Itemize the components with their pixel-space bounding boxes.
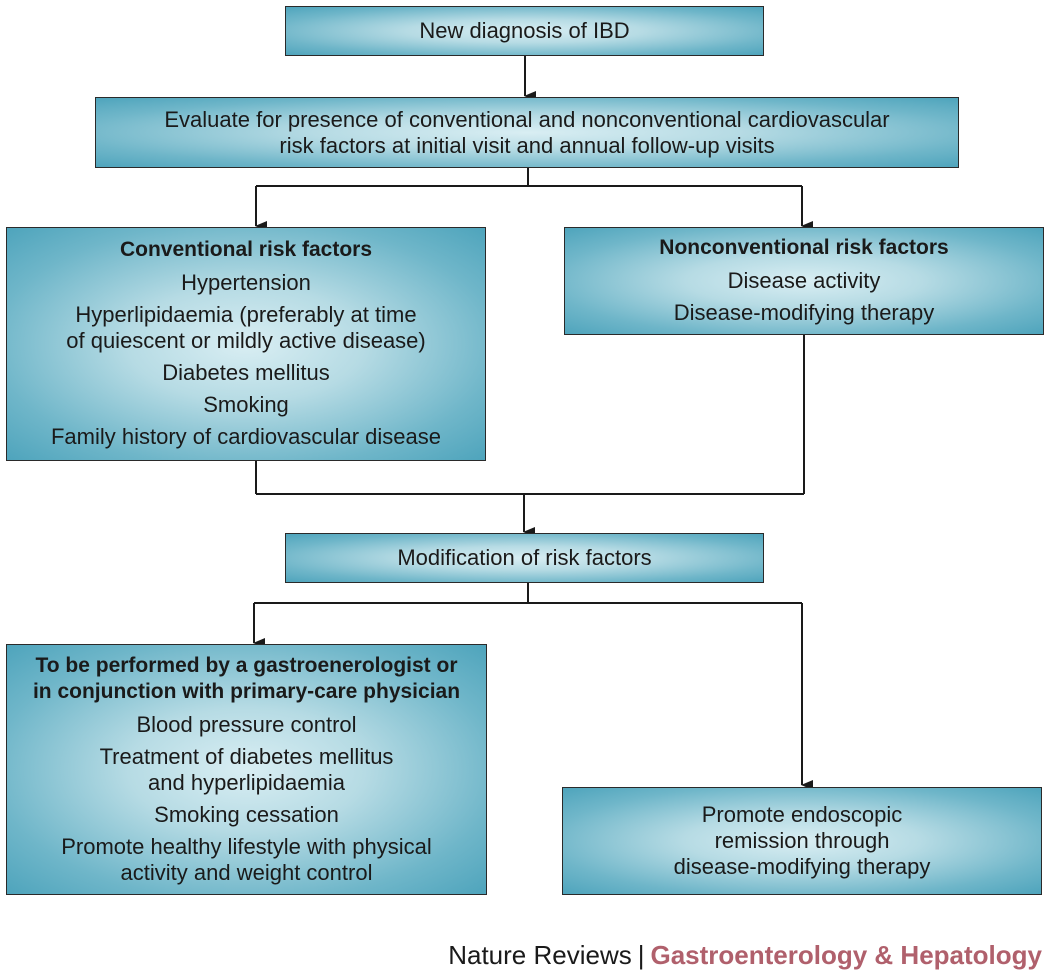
gastro-item-diabetes-treatment: Treatment of diabetes mellitus and hyper… <box>99 743 394 795</box>
journal-credit: Nature Reviews|Gastroenterology & Hepato… <box>448 939 1042 971</box>
gastro-heading: To be performed by a gastroenerologist o… <box>32 653 461 703</box>
conventional-item-diabetes: Diabetes mellitus <box>162 360 330 385</box>
conventional-risk-box: Conventional risk factors Hypertension H… <box>6 227 486 461</box>
diagnosis-text: New diagnosis of IBD <box>419 18 630 43</box>
credit-separator: | <box>637 940 645 970</box>
conventional-item-smoking: Smoking <box>203 392 289 417</box>
nonconventional-heading: Nonconventional risk factors <box>659 236 949 259</box>
evaluate-box: Evaluate for presence of conventional an… <box>95 97 959 168</box>
credit-journal: Gastroenterology & Hepatology <box>650 940 1043 970</box>
gastroenterologist-box: To be performed by a gastroenerologist o… <box>6 644 487 895</box>
gastro-item-healthy-lifestyle: Promote healthy lifestyle with physical … <box>61 833 432 885</box>
conventional-heading: Conventional risk factors <box>119 238 373 261</box>
nonconventional-risk-box: Nonconventional risk factors Disease act… <box>564 227 1044 335</box>
evaluate-text: Evaluate for presence of conventional an… <box>164 106 890 158</box>
modification-text: Modification of risk factors <box>397 545 652 570</box>
modification-box: Modification of risk factors <box>285 533 764 583</box>
gastro-item-blood-pressure: Blood pressure control <box>136 711 357 737</box>
endoscopic-text: Promote endoscopic remission through dis… <box>673 802 931 879</box>
conventional-item-family-history: Family history of cardiovascular disease <box>50 424 442 449</box>
diagnosis-box: New diagnosis of IBD <box>285 6 764 56</box>
gastro-item-smoking-cessation: Smoking cessation <box>154 801 339 827</box>
endoscopic-remission-box: Promote endoscopic remission through dis… <box>562 787 1042 895</box>
credit-publisher: Nature Reviews <box>448 940 632 970</box>
nonconventional-item-disease-activity: Disease activity <box>727 268 881 293</box>
nonconventional-item-therapy: Disease-modifying therapy <box>673 300 935 325</box>
conventional-item-hyperlipidaemia: Hyperlipidaemia (preferably at time of q… <box>66 302 426 353</box>
conventional-item-hypertension: Hypertension <box>181 270 311 295</box>
